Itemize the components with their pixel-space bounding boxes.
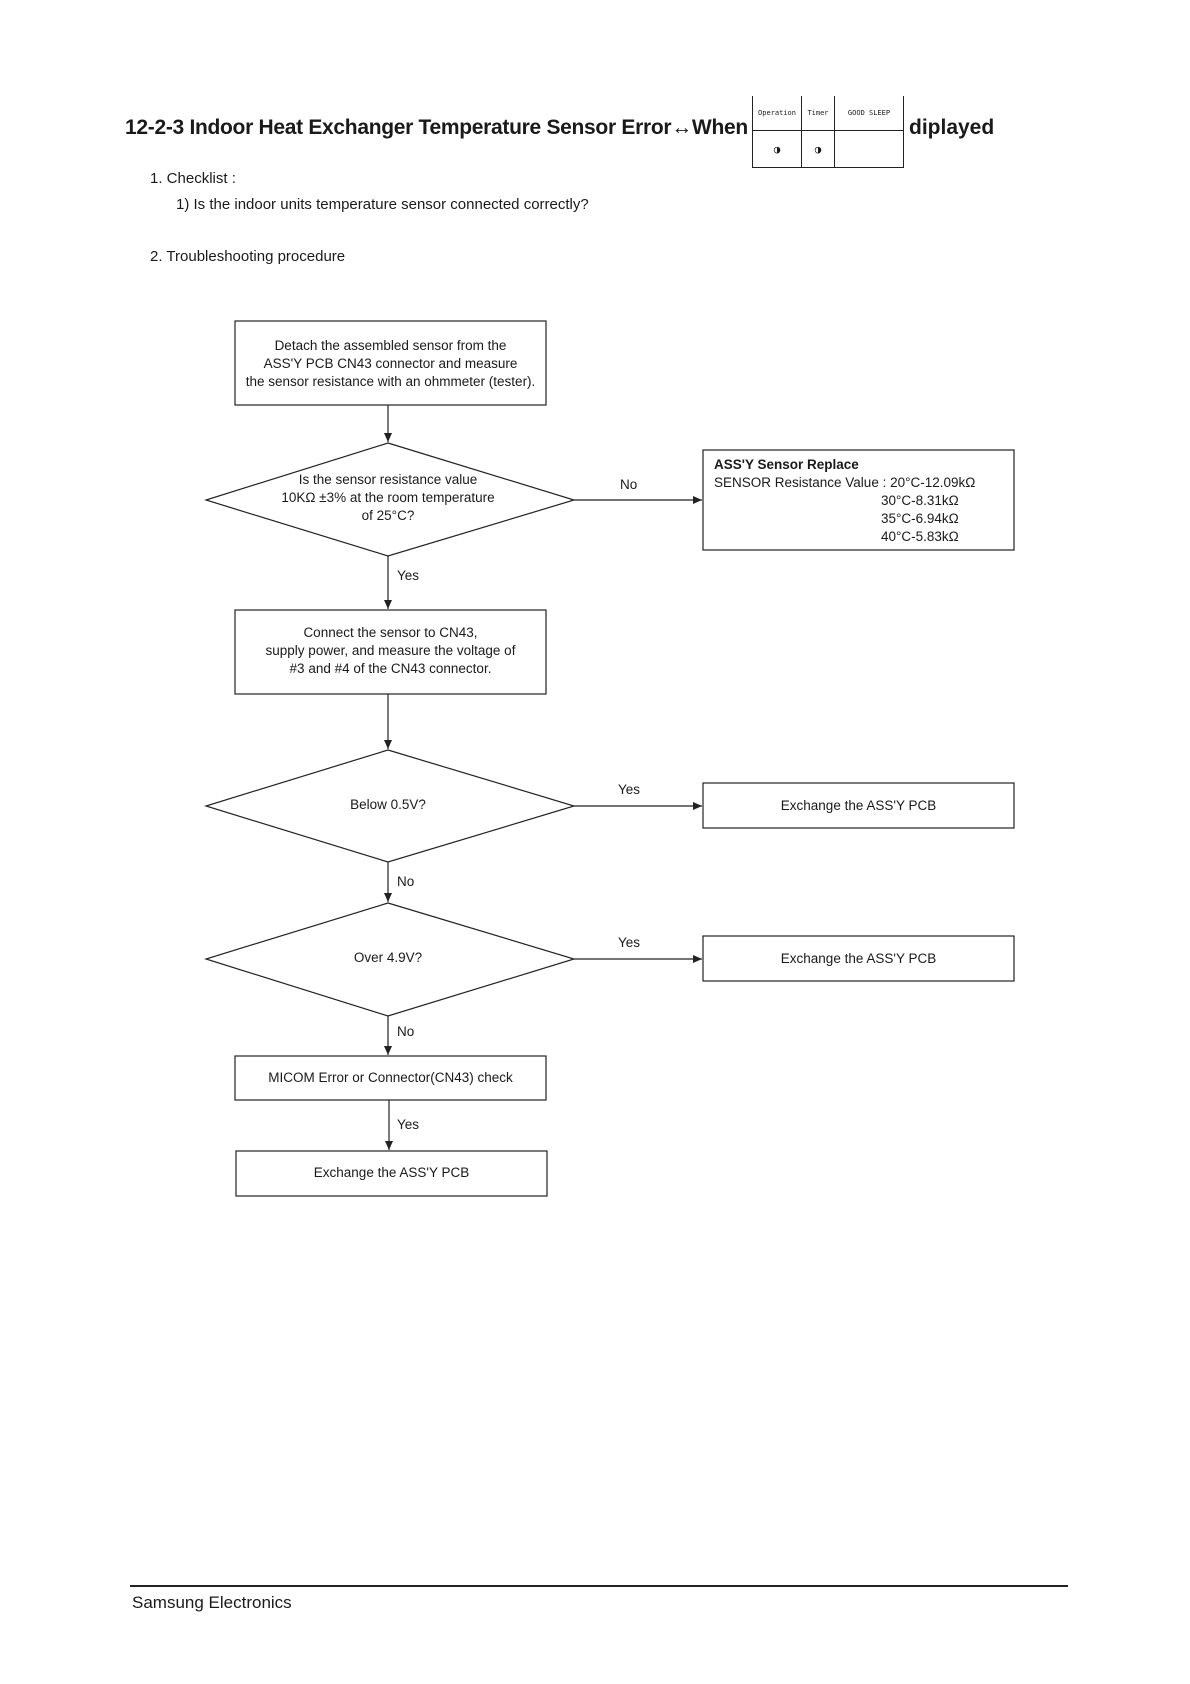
action3-text: Exchange the ASS'Y PCB: [780, 951, 937, 966]
sensor-resistance-line-3: 35°C-6.94kΩ: [881, 511, 959, 526]
step1-line-1: Detach the assembled sensor from the: [274, 338, 507, 353]
action4-box: [235, 1150, 548, 1197]
step2-line-2: supply power, and measure the voltage of: [265, 643, 516, 658]
step1-box: [234, 320, 547, 406]
led-indicator-table: Operation Timer GOOD SLEEP ◑ ◑: [752, 96, 904, 168]
step3-text: MICOM Error or Connector(CN43) check: [268, 1070, 513, 1085]
sensor-replace-box: [702, 449, 1015, 551]
decision2-no-label: No: [397, 874, 415, 889]
action2-box: [702, 782, 1015, 829]
step2-line-3: #3 and #4 of the CN43 connector.: [289, 661, 492, 676]
led-good-sleep-value: [834, 130, 904, 168]
sensor-replace-text: ASS'Y Sensor Replace SENSOR Resistance V…: [714, 456, 975, 546]
decision1-yes-label: Yes: [397, 568, 420, 583]
step2-text: Connect the sensor to CN43, supply power…: [235, 624, 546, 678]
step3-box: [234, 1055, 547, 1101]
step2-line-1: Connect the sensor to CN43,: [303, 625, 478, 640]
checklist-item-1: 1) Is the indoor units temperature senso…: [176, 196, 589, 213]
step3-yes-label: Yes: [397, 1117, 420, 1132]
led-timer-blink-icon: ◑: [801, 130, 835, 168]
procedure-label: 2. Troubleshooting procedure: [150, 248, 346, 265]
decision3-yes-label: Yes: [618, 935, 641, 950]
sensor-replace-title: ASS'Y Sensor Replace: [714, 457, 859, 472]
decision1-line-3: of 25°C?: [361, 508, 415, 523]
step1-line-3: the sensor resistance with an ohmmeter (…: [245, 374, 536, 389]
step1-text: Detach the assembled sensor from the ASS…: [235, 337, 546, 391]
checklist-label: 1. Checklist :: [150, 170, 236, 187]
footer-divider: [130, 1585, 1068, 1587]
sensor-resistance-line-4: 40°C-5.83kΩ: [881, 529, 959, 544]
step1-line-2: ASS'Y PCB CN43 connector and measure: [263, 356, 518, 371]
action3-box: [702, 935, 1015, 982]
action4-text: Exchange the ASS'Y PCB: [313, 1165, 470, 1180]
decision3-text: Over 4.9V?: [353, 950, 423, 965]
sensor-resistance-line-1: SENSOR Resistance Value : 20°C-12.09kΩ: [714, 475, 976, 490]
title-suffix: diplayed: [909, 116, 995, 139]
step2-box: [234, 609, 547, 695]
decision2-text: Below 0.5V?: [350, 797, 426, 812]
decision1-line-2: 10KΩ ±3% at the room temperature: [281, 490, 495, 505]
decision1-line-1: Is the sensor resistance value: [298, 472, 478, 487]
led-header-good-sleep: GOOD SLEEP: [834, 96, 904, 131]
decision1-text: Is the sensor resistance value 10KΩ ±3% …: [240, 471, 536, 525]
page-title: 12-2-3 Indoor Heat Exchanger Temperature…: [125, 116, 748, 139]
led-header-operation: Operation: [752, 96, 802, 131]
sensor-resistance-line-2: 30°C-8.31kΩ: [881, 493, 959, 508]
decision2-yes-label: Yes: [618, 782, 641, 797]
decision1-no-label: No: [620, 477, 638, 492]
action2-text: Exchange the ASS'Y PCB: [780, 798, 937, 813]
footer-company: Samsung Electronics: [132, 1593, 292, 1612]
decision3-no-label: No: [397, 1024, 415, 1039]
